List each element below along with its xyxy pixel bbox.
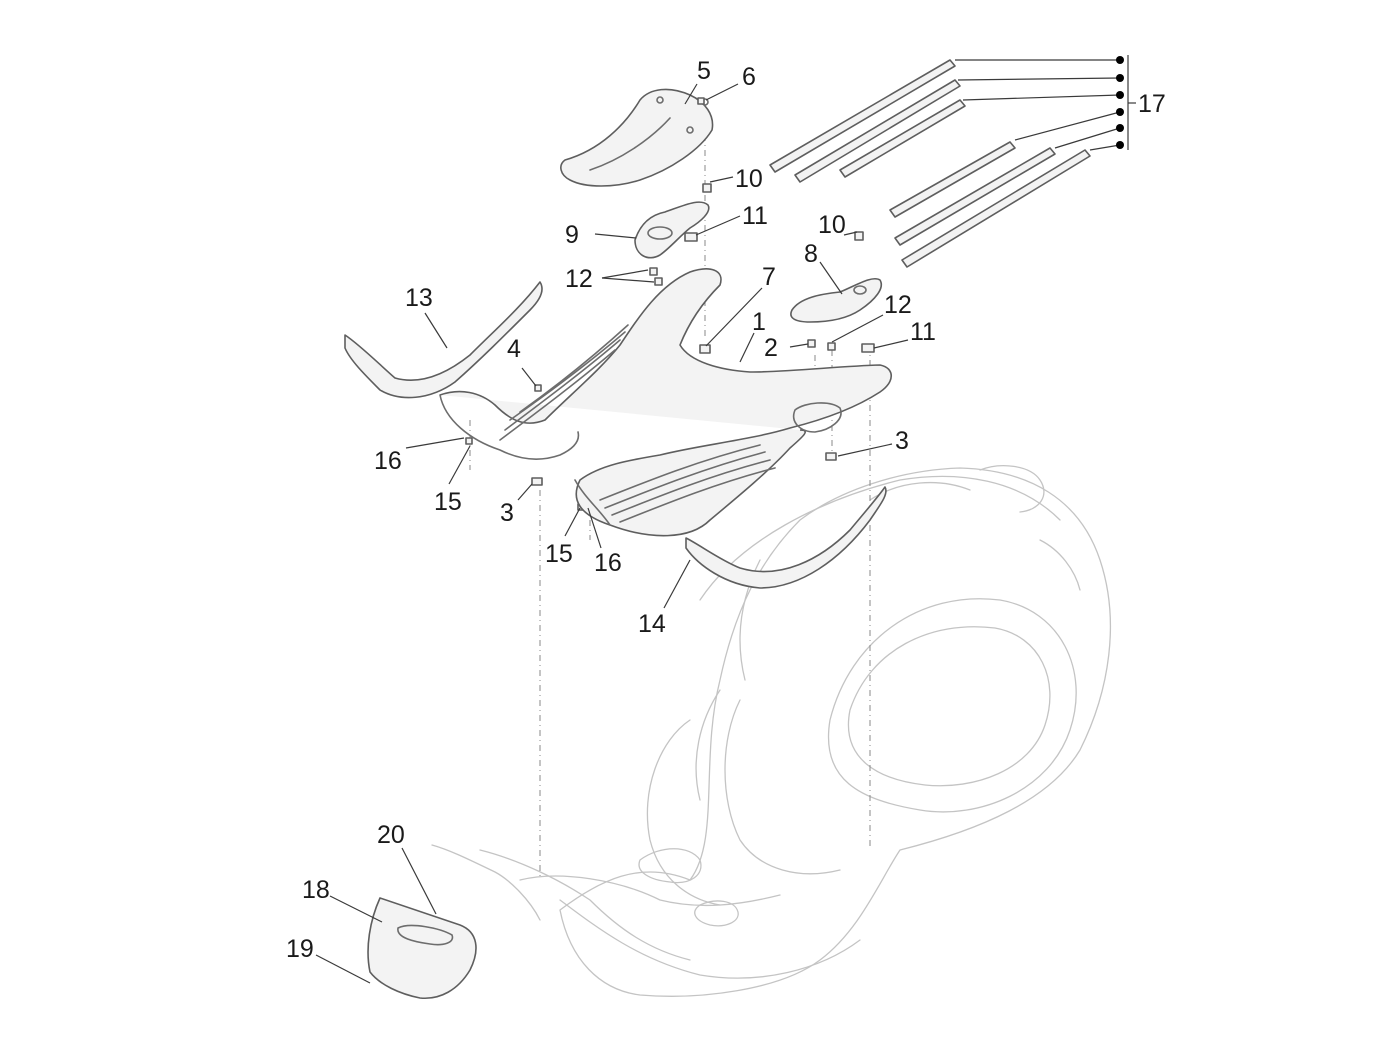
part-left-trim — [344, 281, 543, 399]
callout-15a: 15 — [434, 488, 462, 516]
hardware-fasteners — [465, 97, 875, 511]
callout-2: 2 — [764, 334, 778, 362]
callout-17: 17 — [1138, 90, 1166, 118]
callout-16b: 16 — [594, 549, 622, 577]
callout-18: 18 — [302, 876, 330, 904]
callout-8: 8 — [804, 240, 818, 268]
callout-10b: 10 — [818, 211, 846, 239]
callout-19: 19 — [286, 935, 314, 963]
part-right-trim — [685, 486, 887, 589]
scooter-body-frame — [479, 465, 1112, 997]
callout-5: 5 — [697, 57, 711, 85]
callout-6: 6 — [742, 63, 756, 91]
part-trim-strips — [769, 59, 1091, 268]
callout-labels: 5 6 10 11 9 12 10 8 7 13 12 1 11 2 4 16 … — [286, 57, 1166, 963]
callout-leaders — [315, 83, 909, 984]
part-bracket-right — [790, 278, 882, 323]
callout-3a: 3 — [895, 427, 909, 455]
part-bracket-left — [634, 201, 710, 259]
part-footboard — [439, 268, 893, 537]
callout-12a: 12 — [565, 265, 593, 293]
callout-15b: 15 — [545, 540, 573, 568]
callout-20: 20 — [377, 821, 405, 849]
callout-4: 4 — [507, 335, 521, 363]
callout-11b: 11 — [910, 318, 936, 346]
callout-16a: 16 — [374, 447, 402, 475]
callout-12b: 12 — [884, 291, 912, 319]
callout-11a: 11 — [742, 202, 768, 230]
callout-3b: 3 — [500, 499, 514, 527]
part-lower-cover — [367, 844, 541, 1000]
callout-13: 13 — [405, 284, 433, 312]
callout-10a: 10 — [735, 165, 763, 193]
part-17-leaders — [955, 55, 1136, 151]
callout-7: 7 — [762, 263, 776, 291]
callout-9: 9 — [565, 221, 579, 249]
callout-14: 14 — [638, 610, 666, 638]
callout-1: 1 — [752, 308, 766, 336]
part-front-cover — [560, 88, 714, 187]
